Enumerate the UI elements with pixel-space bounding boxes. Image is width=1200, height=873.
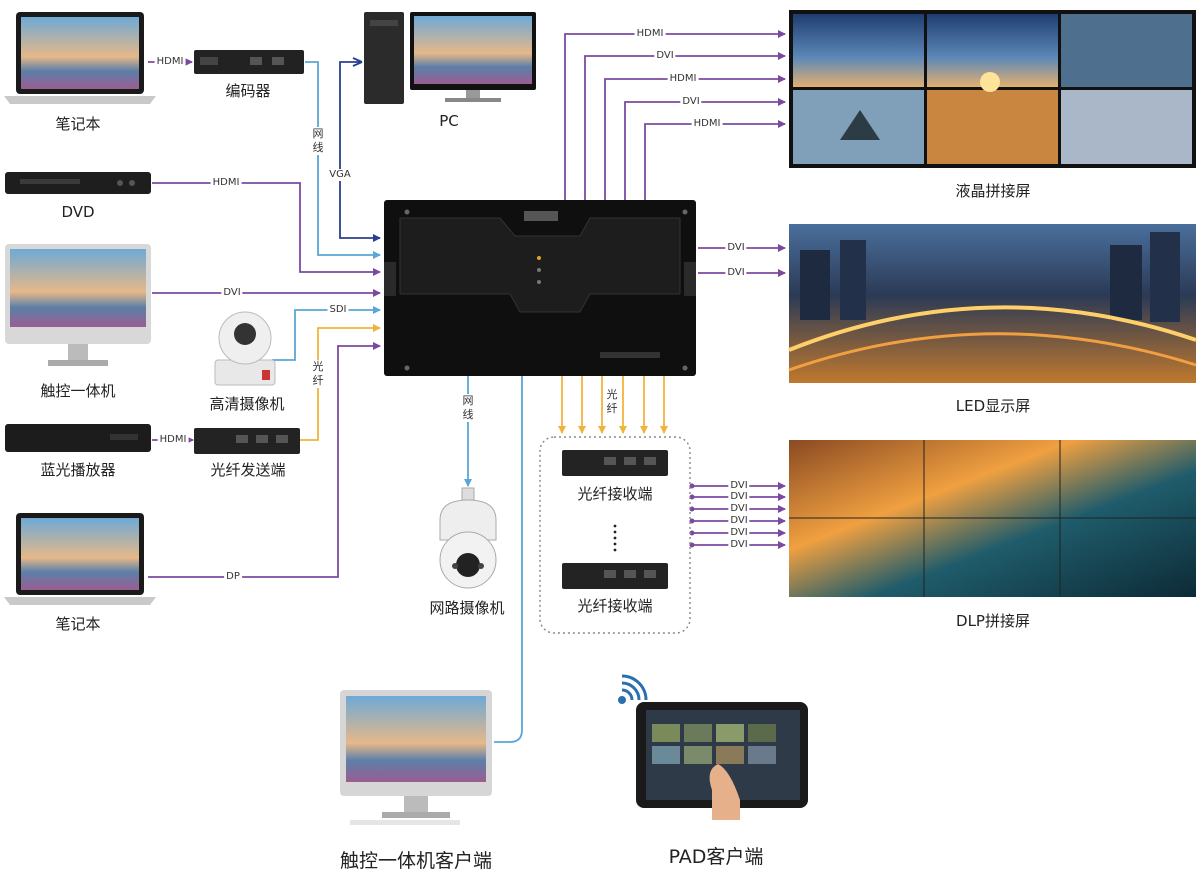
ellipsis-dots — [613, 524, 617, 552]
dvd-device — [5, 172, 151, 194]
label-laptop-top: 笔记本 — [55, 115, 101, 133]
label-pc: PC — [439, 112, 459, 130]
label-led-screen: LED显示屏 — [955, 397, 1031, 415]
label-touch-client: 触控一体机客户端 — [339, 850, 493, 872]
signal-tag-dlp-6: DVI — [728, 539, 750, 551]
signal-tag-dlp-5: DVI — [728, 527, 750, 539]
signal-tag-lcd-2: DVI — [654, 50, 676, 62]
touch-aio-device — [5, 244, 151, 366]
pad-client-device — [636, 702, 808, 820]
signal-tag-led-1: DVI — [725, 242, 747, 254]
signal-tag-lcd-1: HDMI — [634, 28, 666, 40]
label-bluray: 蓝光播放器 — [40, 461, 116, 479]
signal-tag-fiber-2: 光纤 — [605, 388, 619, 416]
signal-tag-led-2: DVI — [725, 267, 747, 279]
signal-tag-laptop-hdmi: HDMI — [154, 56, 186, 68]
signal-tag-dvd-hdmi: HDMI — [210, 177, 242, 189]
signal-tag-dlp-3: DVI — [728, 503, 750, 515]
connection-lines — [148, 30, 786, 743]
hd-camera-device — [214, 311, 276, 386]
signal-tag-lcd-3: HDMI — [667, 73, 699, 85]
touch-client-device — [340, 690, 492, 825]
signal-tag-dlp-4: DVI — [728, 515, 750, 527]
pc-device — [364, 12, 536, 104]
signal-tag-sdi: SDI — [327, 304, 349, 316]
label-fiber-tx: 光纤发送端 — [210, 461, 286, 479]
signal-tag-network-2: 网线 — [461, 394, 475, 422]
bluray-device — [5, 424, 151, 452]
signal-tag-aio-dvi: DVI — [221, 287, 243, 299]
label-hd-camera: 高清摄像机 — [209, 395, 285, 413]
label-pad-client: PAD客户端 — [668, 846, 764, 868]
dlp-wall-screens — [789, 440, 1196, 597]
label-fiber-rx-2: 光纤接收端 — [577, 597, 653, 615]
encoder-device — [194, 50, 304, 74]
label-ip-camera: 网路摄像机 — [429, 599, 505, 617]
signal-tag-bluray-hdmi: HDMI — [157, 434, 189, 446]
laptop-top-device — [4, 12, 156, 104]
wifi-icon — [618, 674, 648, 704]
signal-tag-lcd-5: HDMI — [691, 118, 723, 130]
signal-tag-network: 网线 — [311, 127, 325, 155]
fiber-tx-device — [194, 428, 300, 454]
label-lcd-wall: 液晶拼接屏 — [955, 182, 1031, 200]
led-screen-display — [788, 224, 1197, 383]
label-dlp-wall: DLP拼接屏 — [956, 612, 1030, 630]
label-dvd: DVD — [61, 203, 95, 221]
lcd-wall-screens — [789, 10, 1196, 168]
ip-camera-device — [439, 487, 497, 589]
fiber-receiver-group — [539, 436, 691, 634]
signal-tag-dlp-1: DVI — [728, 480, 750, 492]
matrix-switcher-device — [384, 200, 696, 376]
fiber-rx-2-device — [562, 563, 668, 589]
signal-tag-fiber: 光纤 — [311, 360, 325, 388]
signal-tag-vga: VGA — [327, 169, 353, 181]
label-fiber-rx-1: 光纤接收端 — [577, 485, 653, 503]
fiber-rx-1-device — [562, 450, 668, 476]
label-encoder: 编码器 — [225, 82, 271, 100]
laptop-bottom-device — [4, 513, 156, 605]
signal-tag-dp: DP — [224, 571, 242, 583]
label-touch-aio: 触控一体机 — [40, 382, 116, 400]
signal-tag-dlp-2: DVI — [728, 491, 750, 503]
label-laptop-bottom: 笔记本 — [55, 615, 101, 633]
signal-tag-lcd-4: DVI — [680, 96, 702, 108]
